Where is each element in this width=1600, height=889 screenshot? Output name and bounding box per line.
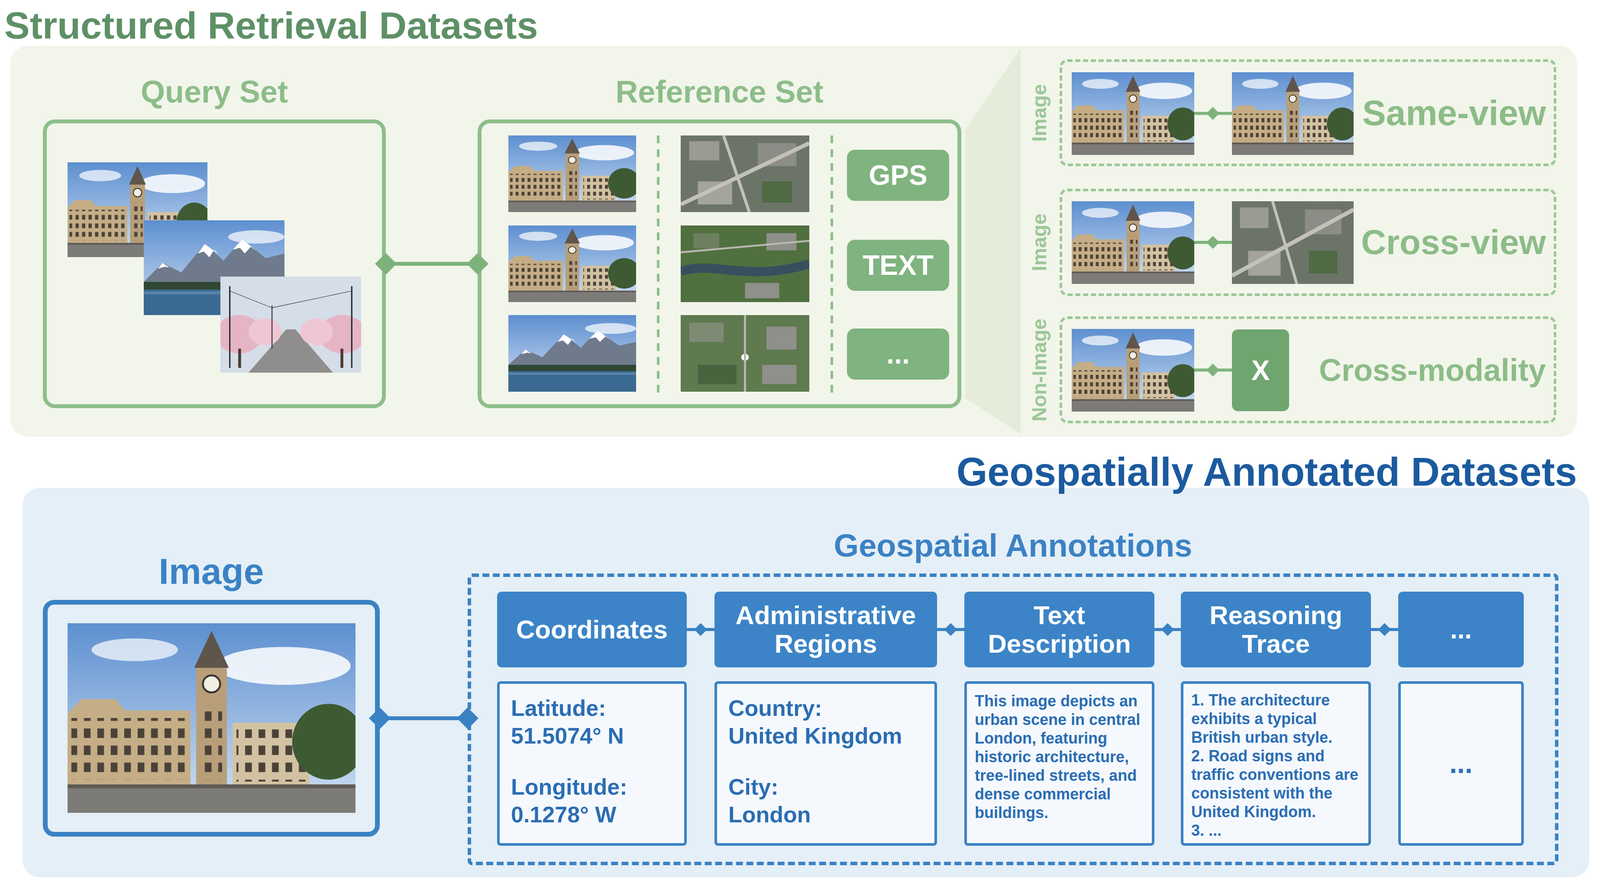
example-photo	[1231, 72, 1358, 156]
annotation-header: Reasoning Trace	[1180, 591, 1371, 668]
connector-line	[379, 716, 468, 721]
header-label: Administrative Regions	[714, 601, 938, 659]
annotation-header: Administrative Regions	[714, 591, 938, 668]
header-label: Reasoning Trace	[1180, 601, 1371, 659]
annotation-header: Text Description	[964, 591, 1155, 668]
annotation-body: Latitude:51.5074° N Longitude:0.1278° W	[497, 681, 687, 847]
retrieval-type: Cross-view	[1360, 225, 1546, 260]
field-value: 0.1278° W	[510, 801, 673, 829]
field-value: 51.5074° N	[510, 722, 673, 750]
tag-label: ...	[886, 340, 910, 369]
modality-label: Non-Image	[1029, 318, 1050, 422]
field-name: Country:	[728, 694, 924, 723]
column-separator	[656, 135, 660, 393]
satellite-photo	[680, 135, 810, 213]
reasoning-step: 2. Road signs and traffic conventions ar…	[1191, 746, 1361, 822]
reference-tag: ...	[846, 328, 950, 380]
reference-photo	[508, 315, 637, 392]
query-photo	[143, 220, 285, 316]
pair-link	[1194, 368, 1232, 372]
satellite-photo	[1231, 201, 1354, 285]
annotation-group: Geospatial AnnotationsCoordinatesAdminis…	[467, 573, 1559, 866]
zoom-projection	[965, 48, 1021, 435]
annotation-body: This image depicts an urban scene in cen…	[964, 681, 1155, 847]
set-label: Query Set	[42, 74, 386, 110]
modality-placeholder: X	[1231, 329, 1290, 412]
connector-line	[1370, 628, 1399, 632]
description-text: This image depicts an urban scene in cen…	[974, 691, 1145, 823]
dataset-panel: Structured Retrieval DatasetsQuery SetRe…	[10, 45, 1578, 437]
reference-set-box: Reference SetGPSTEXT...	[477, 119, 962, 409]
annotated-photo	[67, 623, 366, 814]
annotation-header: Coordinates	[497, 591, 687, 668]
field-value: United Kingdom	[728, 722, 924, 750]
field-value: London	[728, 801, 924, 829]
image-label: Image	[42, 552, 380, 592]
connector-line	[385, 261, 478, 266]
annotation-body: Country:United KingdomCity:London	[714, 681, 938, 847]
retrieval-type-box: Non-ImageCross-modalityX	[1059, 316, 1557, 424]
reasoning-step: 3. ...	[1191, 821, 1361, 841]
pair-link	[1194, 241, 1232, 245]
connector-line	[686, 628, 715, 632]
group-label: Geospatial Annotations	[467, 528, 1559, 564]
field-name: Latitude:	[510, 694, 673, 723]
retrieval-type: Cross-modality	[1318, 354, 1546, 386]
annotation-body: 1. The architecture exhibits a typical B…	[1180, 681, 1371, 847]
set-label: Reference Set	[477, 74, 962, 110]
reference-photo	[508, 225, 641, 303]
query-set-box: Query Set	[42, 119, 386, 409]
example-photo	[1071, 72, 1199, 156]
header-label: Coordinates	[516, 615, 668, 645]
connector-line	[1154, 628, 1181, 632]
annotation-body: ...	[1398, 681, 1524, 847]
satellite-photo	[680, 225, 810, 303]
column-separator	[830, 135, 834, 393]
connector-line	[937, 628, 965, 632]
header-label: Text Description	[964, 601, 1155, 659]
reference-tag: GPS	[846, 149, 950, 201]
field-value: Longitude:	[510, 773, 673, 802]
pair-link	[1194, 112, 1232, 116]
modality-label: Image	[1029, 213, 1050, 272]
example-photo	[1071, 329, 1199, 412]
reasoning-step: 1. The architecture exhibits a typical B…	[1191, 691, 1361, 747]
annotation-header: ...	[1398, 591, 1524, 668]
panel-title: Structured Retrieval Datasets	[4, 0, 538, 52]
query-photo	[67, 162, 213, 258]
satellite-photo	[680, 315, 810, 392]
dataset-panel: Geospatially Annotated DatasetsImageGeos…	[22, 488, 1590, 878]
retrieval-type-box: ImageSame-view	[1059, 59, 1557, 167]
placeholder-label: X	[1251, 356, 1271, 385]
ellipsis-text: ...	[1449, 749, 1473, 778]
reference-tag: TEXT	[846, 239, 950, 291]
retrieval-type: Same-view	[1362, 95, 1546, 131]
tag-label: GPS	[868, 161, 928, 190]
modality-label: Image	[1029, 84, 1050, 142]
panel-title: Geospatially Annotated Datasets	[956, 448, 1578, 496]
query-photo	[215, 276, 366, 373]
header-label: ...	[1450, 615, 1472, 645]
image-box: Image	[42, 600, 380, 838]
tag-label: TEXT	[862, 251, 934, 280]
field-value: City:	[728, 773, 924, 802]
retrieval-type-box: ImageCross-view	[1059, 188, 1557, 297]
reference-photo	[508, 135, 641, 213]
example-photo	[1071, 201, 1199, 285]
